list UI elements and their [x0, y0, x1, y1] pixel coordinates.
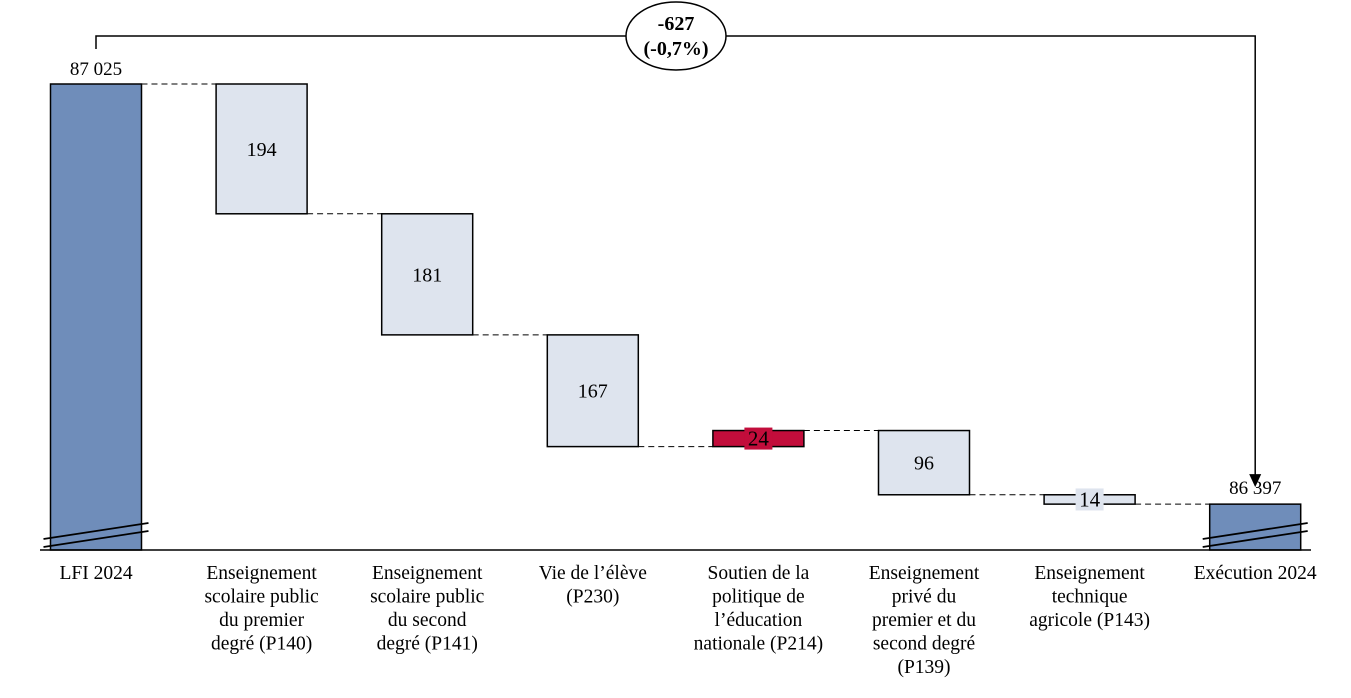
category-label: scolaire public — [370, 587, 485, 608]
category-label: du premier — [219, 610, 305, 631]
category-label: Enseignement — [1034, 563, 1145, 584]
bar-step — [215, 83, 308, 215]
total-change-value: -627 — [658, 13, 695, 35]
value-label: 194 — [247, 139, 277, 161]
category-label: degré (P141) — [377, 634, 478, 655]
total-change-percent: (-0,7%) — [644, 38, 709, 60]
category-label: scolaire public — [204, 587, 319, 608]
value-label-bg — [1075, 488, 1104, 511]
category-label-end: Exécution 2024 — [1194, 563, 1317, 584]
category-label: degré (P140) — [211, 634, 312, 655]
category-label: technique — [1052, 587, 1128, 608]
category-label-start: LFI 2024 — [59, 563, 132, 584]
category-label: du second — [388, 610, 467, 631]
category-label: Enseignement — [372, 563, 483, 584]
total-change-ellipse — [625, 1, 727, 71]
bar-step — [380, 213, 474, 336]
value-label: 96 — [914, 453, 934, 475]
bar-step — [877, 429, 971, 496]
category-label: Enseignement — [206, 563, 317, 584]
category-label: premier et du — [872, 610, 976, 631]
value-label: 181 — [412, 264, 442, 286]
bar-start — [49, 83, 143, 551]
category-label: (P139) — [897, 657, 950, 678]
value-label-end: 86 397 — [1229, 478, 1281, 499]
category-label: agricole (P143) — [1029, 610, 1150, 631]
category-label: l’éducation — [715, 610, 803, 631]
category-label: Vie de l’élève — [539, 563, 647, 584]
value-label: 14 — [1079, 487, 1101, 511]
value-label: 24 — [748, 427, 770, 451]
axis-break-end-line — [1202, 530, 1308, 548]
axis-break-start-line — [43, 522, 149, 540]
category-label: second degré — [873, 634, 975, 655]
value-label-start: 87 025 — [70, 59, 122, 80]
axis-break-start-line — [43, 530, 149, 548]
value-label-bg — [744, 427, 773, 450]
category-label: (P230) — [566, 587, 619, 608]
axis-break-end-line — [1202, 522, 1308, 540]
arrow-head-icon — [1249, 474, 1262, 488]
category-label: nationale (P214) — [694, 634, 823, 655]
category-label: politique de — [712, 587, 805, 608]
bar-step — [546, 334, 640, 448]
value-label: 167 — [578, 381, 608, 403]
category-label: Soutien de la — [707, 563, 809, 584]
category-label: Enseignement — [869, 563, 980, 584]
category-label: privé du — [892, 587, 957, 608]
